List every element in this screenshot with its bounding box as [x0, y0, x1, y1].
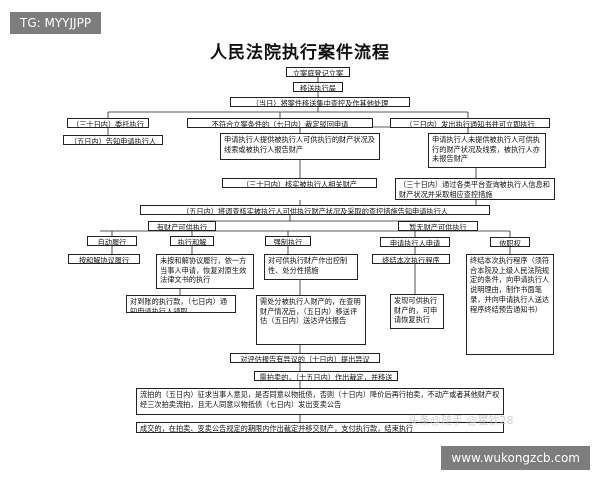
step-entrust-enforcement: （三十日内）委托执行 [67, 118, 149, 128]
page-title: 人民法院执行案件流程 [210, 43, 390, 63]
branch-has-property: 有财产可供执行 [148, 221, 216, 231]
node-ex-officio: 依职权 [490, 237, 530, 247]
step-register-case: 立案庭登记立案 [286, 67, 350, 77]
step-perform-settlement: 按和解协议履行 [68, 254, 140, 264]
watermark-tag: TG: MYYJJPP [10, 12, 102, 34]
step-transaction-completed: 成交的，在拍卖、变卖公告规定的期限内作出裁定并移交财产，支付执行款，结束执行 [136, 422, 504, 433]
step-failed-auction: 流拍的（五日内）征求当事人意见，是否同意以物抵债，否则（十日内）降价后再行拍卖，… [136, 388, 504, 415]
step-evaluation-transfer: 需处分被执行人财产的，在查明财产情况后，（五日内）移送评估（五日内）送达评估报告 [256, 295, 366, 345]
step-issue-notice: （三日内）发出执行通知书并可立即执行 [390, 118, 550, 128]
watermark-overlay: 头条@随手 @瞿钦28 [408, 414, 514, 427]
step-centralized-inquiry: （当日）将案件移送集中查控及作其他处理 [230, 97, 410, 107]
step-terminate-procedure-detail: 终结本次执行程序（须符合本院及上级人民法院规定的条件，向申请执行人说明理由，制作… [466, 254, 554, 355]
step-applicant-provides-property: 申请执行人提供被执行人可供执行的财产状况及线索或被执行人报告财产 [220, 133, 380, 160]
node-compulsory-enforcement: 强制执行 [265, 236, 311, 246]
step-no-property-info: 申请执行人未提供被执行人可供执行的财产状况及线索，被执行人亦未报告财产 [428, 133, 546, 168]
node-settlement: 执行和解 [170, 236, 214, 246]
step-inform-applicant: （五日内）告知申请执行人 [63, 135, 163, 145]
step-apply-resume: 发现可供执行财产的，可申请恢复执行 [390, 294, 444, 329]
step-resume-enforcement: 未按和解协议履行，依一方当事人申请，恢复对原生效法律文书的执行 [156, 254, 254, 289]
step-verify-property: （三十日内）核实被执行人相关财产 [222, 178, 377, 188]
step-platform-inquiry: （三十日内）通过各类平台查询被执行人信息和财产状况并采取相应查控措施 [395, 178, 555, 200]
branch-no-property: 暂无财产可供执行 [398, 221, 478, 231]
node-voluntary-performance: 自动履行 [87, 236, 137, 246]
step-transfer-enforcement: 移送执行局 [293, 82, 343, 92]
step-auction-ruling: 需拍卖的，（十五日内）作出裁定，并移送拍卖 [254, 371, 398, 381]
step-inform-investigation-result: （五日内）将调查核实被执行人可供执行财产状况及采取的查控措施告知申请执行人 [140, 205, 490, 215]
node-applicant-request: 申请执行人申请 [380, 237, 450, 247]
step-terminate-procedure: 终结本次执行程序 [372, 254, 450, 264]
footer-url: www.wukongzcb.com [441, 446, 590, 470]
step-evaluation-objection: 对评估报告有异议的（十日内）提出异议 [230, 353, 380, 363]
step-control-measures: 对可供执行财产作出控制性、处分性措施 [264, 254, 358, 280]
step-notify-collect-payment: 对到账的执行款，（七日内）通知申请执行人领取 [126, 295, 236, 313]
step-reject-application: 不符合立案条件的（七日内）裁定驳回申请 [187, 118, 373, 128]
